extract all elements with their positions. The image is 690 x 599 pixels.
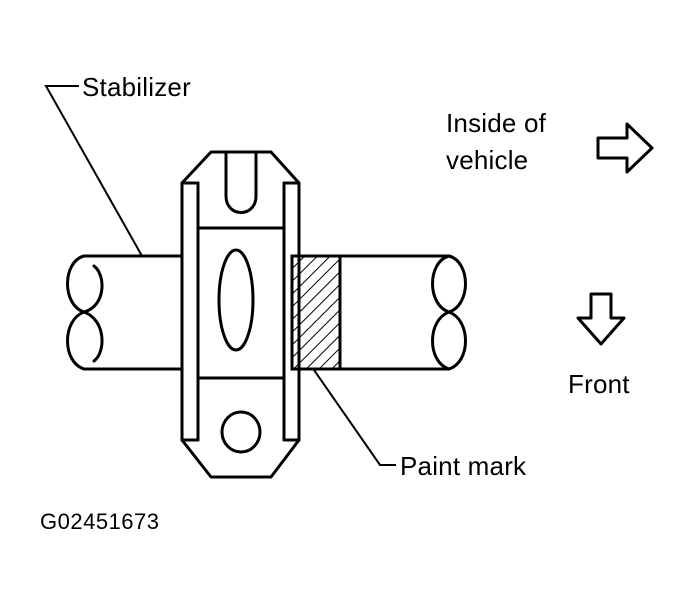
paint-mark-label: Paint mark: [400, 451, 527, 481]
inside-of-vehicle-label: Inside of: [446, 108, 547, 138]
paint-mark-band: [290, 254, 342, 371]
down-arrow-icon: [576, 292, 626, 346]
paint-mark-leader-line: [313, 369, 396, 466]
figure-code: G02451673: [40, 509, 160, 534]
right-arrow-icon: [596, 122, 654, 174]
stabilizer-label: Stabilizer: [82, 72, 191, 102]
stabilizer-leader-line: [44, 85, 143, 257]
front-label: Front: [568, 369, 630, 399]
stabilizer-bracket: [180, 150, 301, 479]
bracket-details: [180, 150, 301, 454]
stabilizer-bar-left: [66, 254, 184, 371]
vehicle-label: vehicle: [446, 145, 529, 175]
